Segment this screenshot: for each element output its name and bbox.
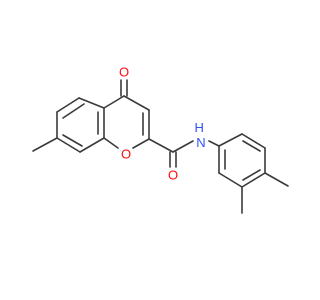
bond — [148, 138, 174, 153]
bond — [79, 137, 105, 153]
benzo-ring — [56, 97, 105, 153]
bond — [56, 137, 81, 153]
chemical-structure-diagram: O O O H N — [32, 65, 289, 214]
bond — [132, 138, 150, 149]
amide-oxygen-label: O — [168, 168, 178, 183]
methyl-bond-chromone — [32, 137, 58, 152]
ring-oxygen-label: O — [121, 147, 131, 162]
bond — [123, 95, 150, 111]
bond — [172, 140, 194, 153]
bond — [242, 169, 261, 181]
bond — [218, 172, 243, 188]
bond — [218, 133, 243, 147]
bond — [78, 97, 105, 109]
bond — [56, 97, 80, 113]
bond — [62, 134, 83, 147]
bond — [241, 172, 266, 188]
keto-oxygen-label: O — [119, 65, 129, 80]
methyl-bond-para — [264, 172, 289, 187]
bond — [241, 133, 266, 149]
amide-nitrogen-label: H N — [194, 120, 207, 150]
bond — [103, 95, 125, 109]
bond — [103, 137, 119, 149]
pyrone-ring — [103, 95, 150, 149]
bond — [62, 103, 85, 119]
bond — [242, 140, 261, 152]
bond — [208, 140, 220, 147]
dimethylphenyl-ring — [218, 133, 266, 188]
